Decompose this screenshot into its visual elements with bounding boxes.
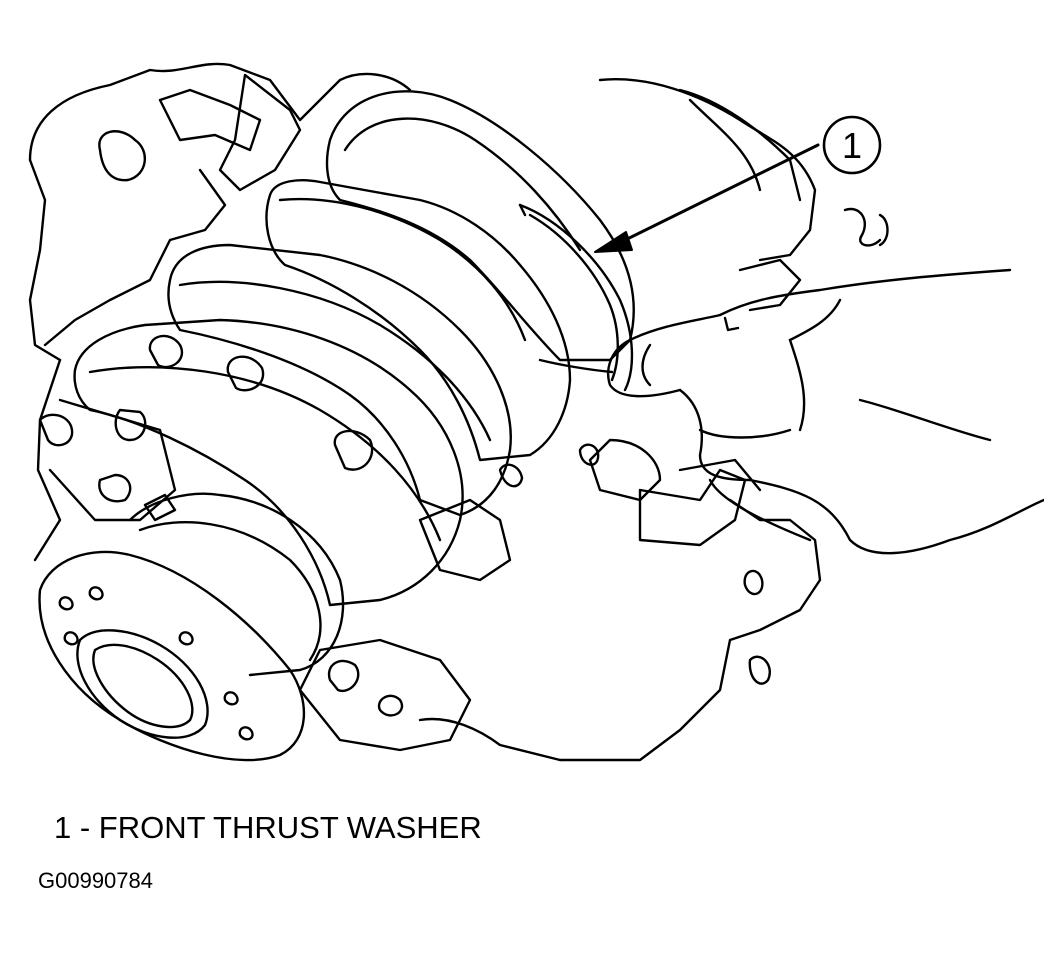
hand — [607, 268, 1044, 555]
thrust-washer — [518, 203, 634, 392]
crankshaft-thrust-washer-illustration: 1 — [28, 62, 1044, 762]
callout-circle — [822, 115, 882, 175]
engine-block-outline — [28, 62, 889, 762]
crankshaft — [38, 90, 635, 762]
figure-id: G00990784 — [38, 868, 153, 893]
callout-arrow — [594, 143, 820, 253]
callout-number: 1 — [842, 125, 862, 166]
legend-item: 1 - FRONT THRUST WASHER — [54, 810, 482, 845]
legend: 1 - FRONT THRUST WASHER — [54, 810, 482, 846]
